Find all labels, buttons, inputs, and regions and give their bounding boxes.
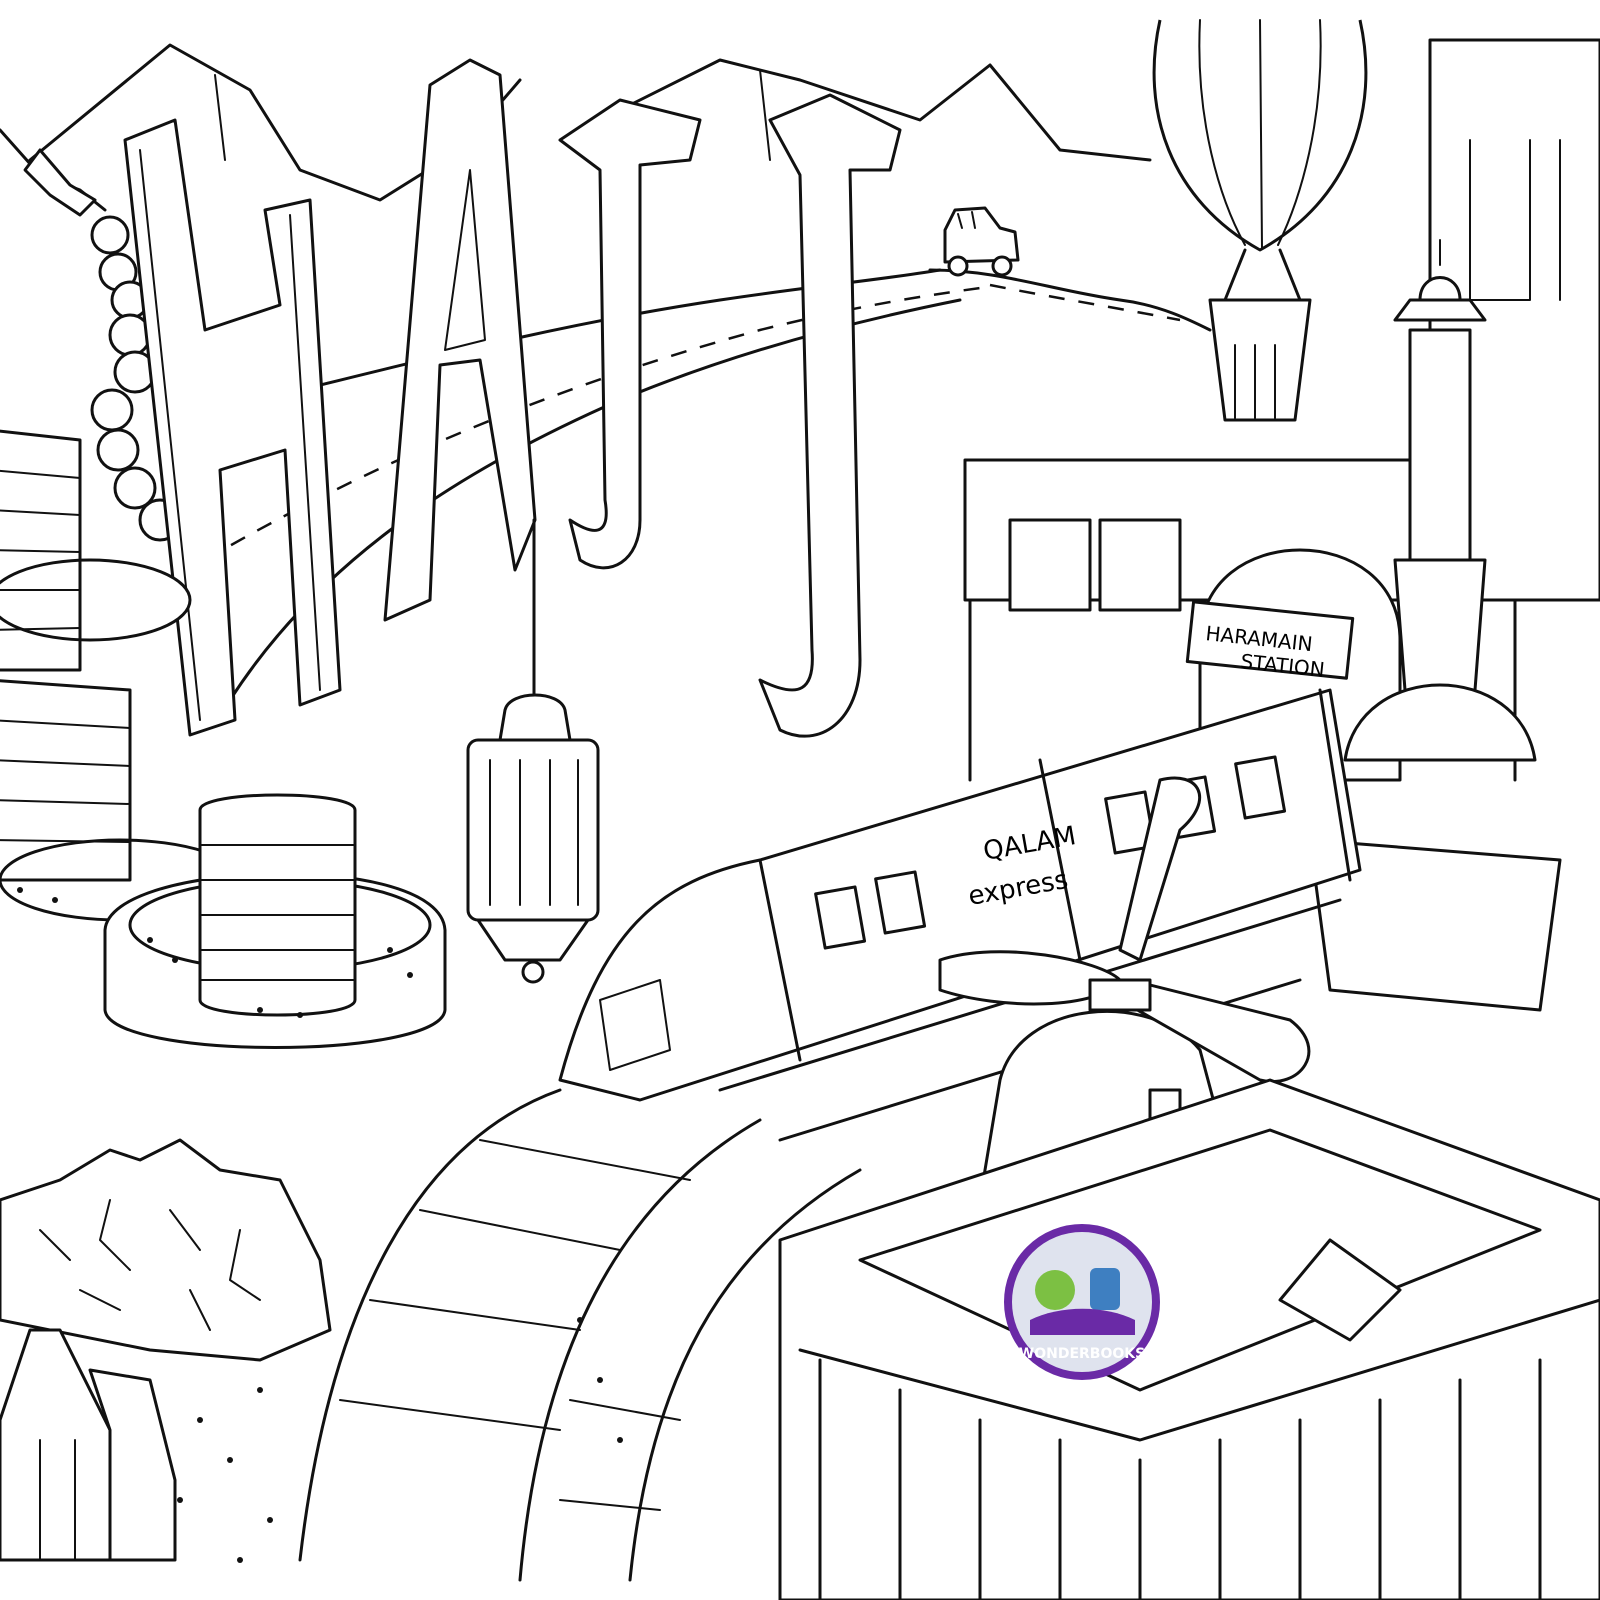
hanging-lantern xyxy=(466,518,600,984)
ground-texture xyxy=(177,1317,623,1563)
prayer-beads xyxy=(0,128,182,542)
jamarat-pillars xyxy=(0,429,447,1049)
car-drawing xyxy=(943,206,1020,277)
wonderbooks-logo: WONDERBOOKS xyxy=(1004,1224,1160,1380)
station-building xyxy=(963,458,1517,782)
hot-air-balloon xyxy=(1152,19,1368,422)
letter-j1 xyxy=(558,98,702,570)
minaret xyxy=(1308,239,1562,1012)
letter-j2 xyxy=(758,93,902,738)
tent xyxy=(0,1328,177,1562)
logo-text: WONDERBOOKS xyxy=(1019,1346,1145,1362)
rocky-hill xyxy=(0,1138,332,1362)
letter-a xyxy=(383,58,537,622)
